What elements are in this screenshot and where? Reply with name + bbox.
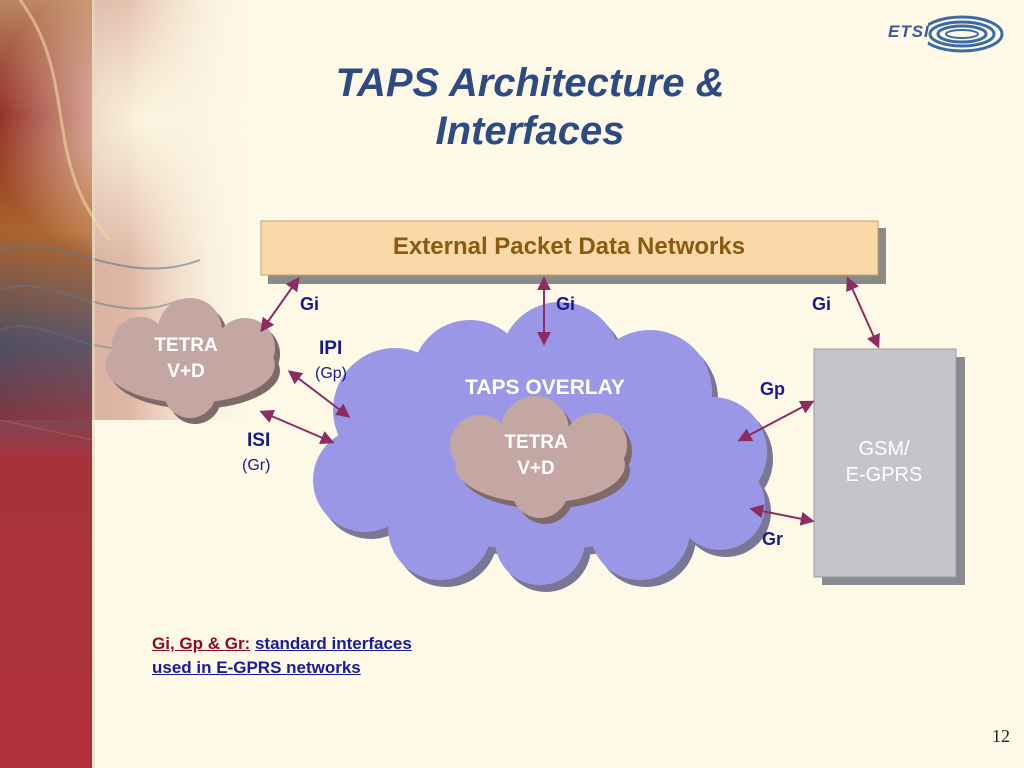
page-number: 12 [992, 726, 1010, 746]
gsm-label-line1: GSM/ [858, 438, 910, 460]
footnote-label: Gi, Gp & Gr: [152, 634, 251, 653]
footnote-text-line2: used in E-GPRS networks [152, 658, 361, 677]
arrow-ipi [287, 370, 351, 418]
arrow-gi-right [846, 276, 880, 349]
isi-sub-label: (Gr) [242, 457, 271, 474]
background-art [0, 0, 310, 768]
arrow-gr [749, 504, 815, 526]
etsi-logo-text: ETSI [888, 22, 930, 41]
gr-label: Gr [762, 529, 784, 549]
external-networks-label: External Packet Data Networks [392, 233, 746, 260]
tetra-left-cloud [105, 298, 280, 424]
tetra-inner-cloud [450, 396, 632, 524]
external-networks-box [260, 220, 886, 284]
gp-label: Gp [760, 379, 785, 399]
footnote-text-line1: standard interfaces [254, 634, 412, 653]
slide-title-line2: Interfaces [435, 109, 625, 153]
gi-left-label: Gi [300, 294, 320, 314]
arrow-isi [259, 409, 335, 445]
taps-overlay-label: TAPS OVERLAY [465, 376, 625, 399]
tetra-left-label-line2: V+D [167, 361, 205, 382]
tetra-inner-label-line2: V+D [517, 458, 555, 479]
slide-title-line1: TAPS Architecture & [335, 61, 725, 105]
tetra-left-label-line1: TETRA [154, 335, 218, 356]
tetra-inner-label-line1: TETRA [504, 432, 568, 453]
footnote: Gi, Gp & Gr: standard interfaces used in… [152, 632, 412, 680]
taps-overlay-cloud [313, 302, 773, 592]
gi-right-label: Gi [812, 294, 832, 314]
arrow-gi-left [260, 276, 300, 333]
gsm-label-line2: E-GPRS [845, 464, 923, 486]
gsm-egprs-box [813, 348, 965, 585]
ipi-sub-label: (Gp) [315, 365, 347, 382]
etsi-logo [884, 15, 1004, 53]
arrow-gp [737, 400, 815, 442]
gi-center-label: Gi [556, 294, 576, 314]
ipi-label: IPI [319, 338, 343, 359]
isi-label: ISI [247, 430, 271, 451]
